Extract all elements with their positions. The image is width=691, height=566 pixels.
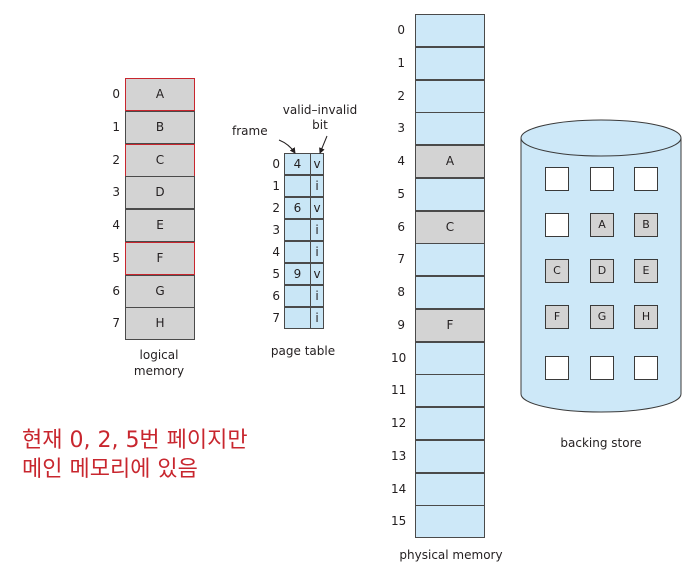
physical-frame <box>415 112 485 146</box>
frame-number: 9 <box>397 317 405 332</box>
frame-number: 15 <box>391 514 407 529</box>
backing-store-page: D <box>590 259 614 283</box>
frame-number: 14 <box>391 481 407 496</box>
page-table-caption: page table <box>270 344 336 358</box>
page-table-index: 2 <box>272 201 280 215</box>
backing-store-page: C <box>545 259 569 283</box>
logical-page: C <box>125 143 195 177</box>
frame-number: 5 <box>397 186 405 201</box>
page-number: 2 <box>112 152 120 167</box>
backing-store-page <box>545 356 569 380</box>
backing-store-page: E <box>634 259 658 283</box>
annotation-line-1: 현재 0, 2, 5번 페이지만 <box>22 428 248 453</box>
physical-frame <box>415 14 485 47</box>
page-table-bit: i <box>310 241 324 263</box>
page-table-index: 7 <box>272 311 280 325</box>
valid-invalid-label: valid–invalid bit <box>282 103 358 132</box>
backing-store-page: G <box>590 305 614 329</box>
backing-store-page <box>634 356 658 380</box>
frame-number: 3 <box>397 121 405 136</box>
page-table-index: 1 <box>272 179 280 193</box>
backing-store-page: B <box>634 213 658 237</box>
physical-frame <box>415 374 485 408</box>
page-number: 7 <box>112 316 120 331</box>
page-number: 4 <box>112 218 120 232</box>
logical-page: H <box>125 307 195 341</box>
frame-number: 7 <box>397 252 405 267</box>
frame-number: 4 <box>397 154 405 168</box>
frame-number: 2 <box>397 88 405 103</box>
logical-page: F <box>125 241 195 275</box>
page-number: 3 <box>112 185 120 200</box>
logical-memory-caption: logical memory <box>133 348 185 378</box>
physical-frame: F <box>415 308 485 342</box>
physical-frame <box>415 439 485 473</box>
page-table-bit: i <box>310 307 324 329</box>
page-number: 5 <box>112 250 120 265</box>
logical-page: D <box>125 176 195 210</box>
page-table-bit: v <box>310 197 324 219</box>
page-table-index: 5 <box>272 267 280 281</box>
physical-frame <box>415 243 485 277</box>
valid-bit-arrow <box>319 135 328 154</box>
backing-store-page: A <box>590 213 614 237</box>
physical-frame <box>415 276 485 309</box>
annotation-line-2: 메인 메모리에 있음 <box>22 457 198 482</box>
physical-frame <box>415 341 485 375</box>
page-table-bit: i <box>310 175 324 197</box>
frame-number: 1 <box>397 55 405 70</box>
physical-frame <box>415 407 485 440</box>
page-table-bit: i <box>310 219 324 241</box>
page-number: 6 <box>112 283 120 298</box>
backing-store-page: H <box>634 305 658 329</box>
page-table-bit: i <box>310 285 324 307</box>
logical-page: B <box>125 110 195 144</box>
logical-page: A <box>125 78 195 111</box>
logical-page: G <box>125 274 195 308</box>
frame-number: 6 <box>397 219 405 234</box>
physical-frame <box>415 79 485 113</box>
physical-frame: A <box>415 145 485 178</box>
page-table-index: 3 <box>272 223 280 237</box>
physical-frame <box>415 46 485 80</box>
backing-store-page <box>545 167 569 191</box>
backing-store-page: F <box>545 305 569 329</box>
frame-number: 13 <box>391 448 407 463</box>
physical-frame <box>415 505 485 539</box>
physical-frame: C <box>415 210 485 244</box>
page-number: 1 <box>112 119 120 134</box>
physical-frame <box>415 177 485 211</box>
backing-store-page <box>590 356 614 380</box>
backing-store-page <box>545 213 569 237</box>
page-table-bit: v <box>310 263 324 285</box>
frame-number: 11 <box>391 383 407 398</box>
page-table-index: 0 <box>272 157 280 171</box>
page-table-index: 6 <box>272 289 280 303</box>
physical-frame <box>415 472 485 506</box>
physical-memory-caption: physical memory <box>399 548 503 562</box>
frame-number: 10 <box>391 350 407 365</box>
frame-number: 8 <box>397 285 405 299</box>
frame-arrow <box>278 139 296 154</box>
page-table-bit: v <box>310 153 324 175</box>
page-table-index: 4 <box>272 245 280 259</box>
logical-page: E <box>125 209 195 242</box>
backing-store-caption: backing store <box>560 436 642 450</box>
page-number: 0 <box>112 87 120 101</box>
backing-store-page <box>590 167 614 191</box>
frame-number: 0 <box>397 23 405 37</box>
backing-store-page <box>634 167 658 191</box>
frame-label: frame <box>232 124 268 138</box>
frame-number: 12 <box>391 416 407 430</box>
